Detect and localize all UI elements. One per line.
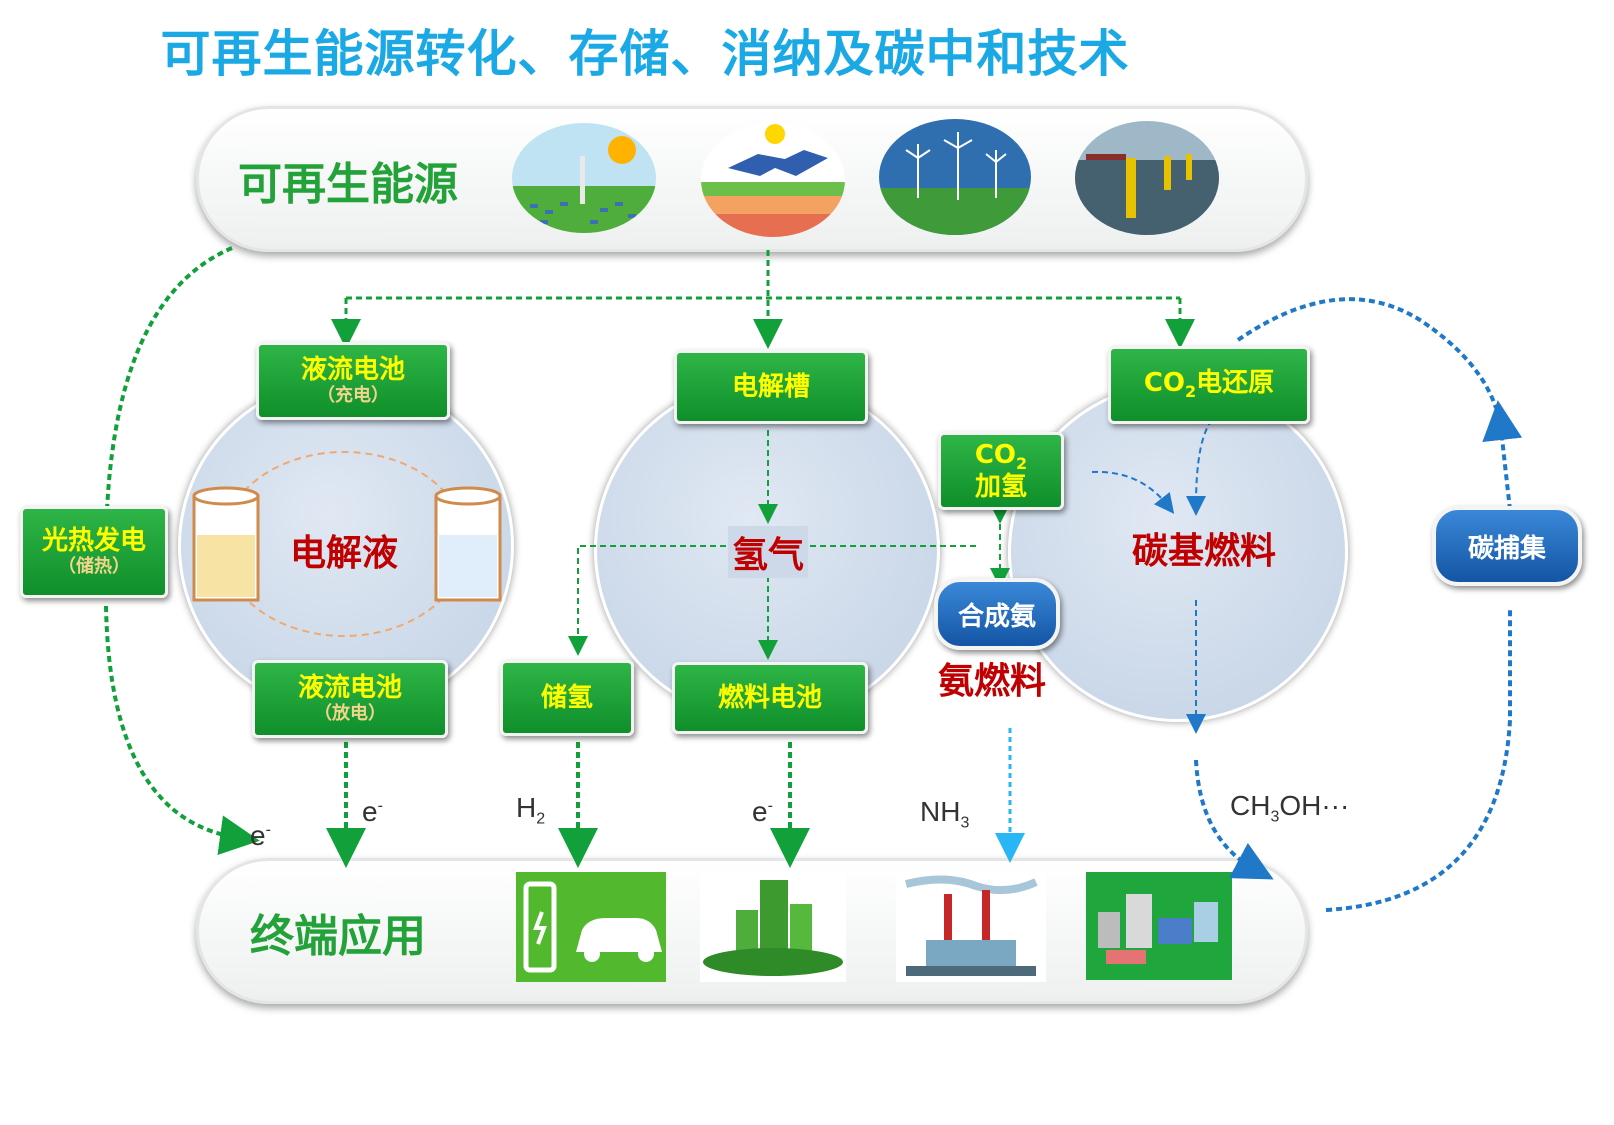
- flow-battery-discharge-box: 液流电池 （放电）: [252, 660, 448, 738]
- ch3oh-label: CH3OH···: [1230, 790, 1350, 826]
- carbon-capture-box: 碳捕集: [1432, 506, 1582, 586]
- electron-label-flow-battery: e-: [362, 796, 383, 827]
- page-title: 可再生能源转化、存储、消纳及碳中和技术: [160, 25, 1130, 83]
- h2-label: H2: [516, 792, 546, 828]
- solar-thermal-tower-image: [512, 123, 656, 233]
- renewable-energy-label: 可再生能源: [238, 159, 458, 210]
- co2-hydrogenation-label-line2: 加氢: [974, 471, 1027, 502]
- flow-battery-charge-sub: （充电）: [317, 385, 389, 407]
- solar-panels-image: [701, 123, 845, 237]
- h2-storage-label: 储氢: [540, 682, 593, 713]
- flow-battery-charge-box: 液流电池 （充电）: [256, 342, 450, 420]
- flow-battery-discharge-label: 液流电池: [297, 672, 402, 703]
- co2-reduction-box: CO2电还原: [1108, 346, 1310, 424]
- fuel-cell-label: 燃料电池: [717, 682, 822, 713]
- electrolyzer-box: 电解槽: [674, 350, 868, 424]
- co2-hydrogenation-label: CO2: [974, 439, 1028, 473]
- flow-battery-charge-label: 液流电池: [300, 354, 405, 385]
- carbon-fuel-circle: [1008, 382, 1348, 722]
- electron-label-left: e-: [250, 820, 271, 851]
- wind-turbines-image: [879, 119, 1031, 235]
- solar-thermal-sub: （储热）: [58, 556, 130, 578]
- carbon-fuel-label: 碳基燃料: [1132, 531, 1277, 572]
- co2-reduction-label: CO2电还原: [1143, 368, 1275, 402]
- hydrogen-label: 氢气: [728, 526, 809, 578]
- nh3-label: NH3: [920, 796, 970, 832]
- solar-thermal-label: 光热发电: [41, 525, 146, 556]
- co2-hydrogenation-box: CO2 加氢: [938, 432, 1064, 510]
- ev-charging-image: [516, 872, 666, 982]
- h2-storage-box: 储氢: [500, 660, 634, 736]
- solar-thermal-box: 光热发电 （储热）: [20, 506, 168, 598]
- industrial-park-image: [1086, 872, 1232, 980]
- carbon-capture-label: 碳捕集: [1467, 533, 1546, 564]
- electron-label-fuel-cell: e-: [752, 796, 773, 827]
- electrolyzer-label: 电解槽: [731, 371, 810, 402]
- ammonia-synthesis-label: 合成氨: [957, 601, 1036, 632]
- power-plant-image: [896, 870, 1046, 982]
- flow-battery-discharge-sub: （放电）: [314, 703, 386, 725]
- offshore-wind-farm-image: [1075, 121, 1219, 235]
- green-building-image: [700, 870, 846, 982]
- ammonia-fuel-label: 氨燃料: [938, 661, 1047, 702]
- electrolyte-label: 电解液: [290, 533, 399, 574]
- end-application-label: 终端应用: [250, 911, 426, 962]
- ammonia-synthesis-box: 合成氨: [934, 578, 1060, 650]
- fuel-cell-box: 燃料电池: [672, 662, 868, 734]
